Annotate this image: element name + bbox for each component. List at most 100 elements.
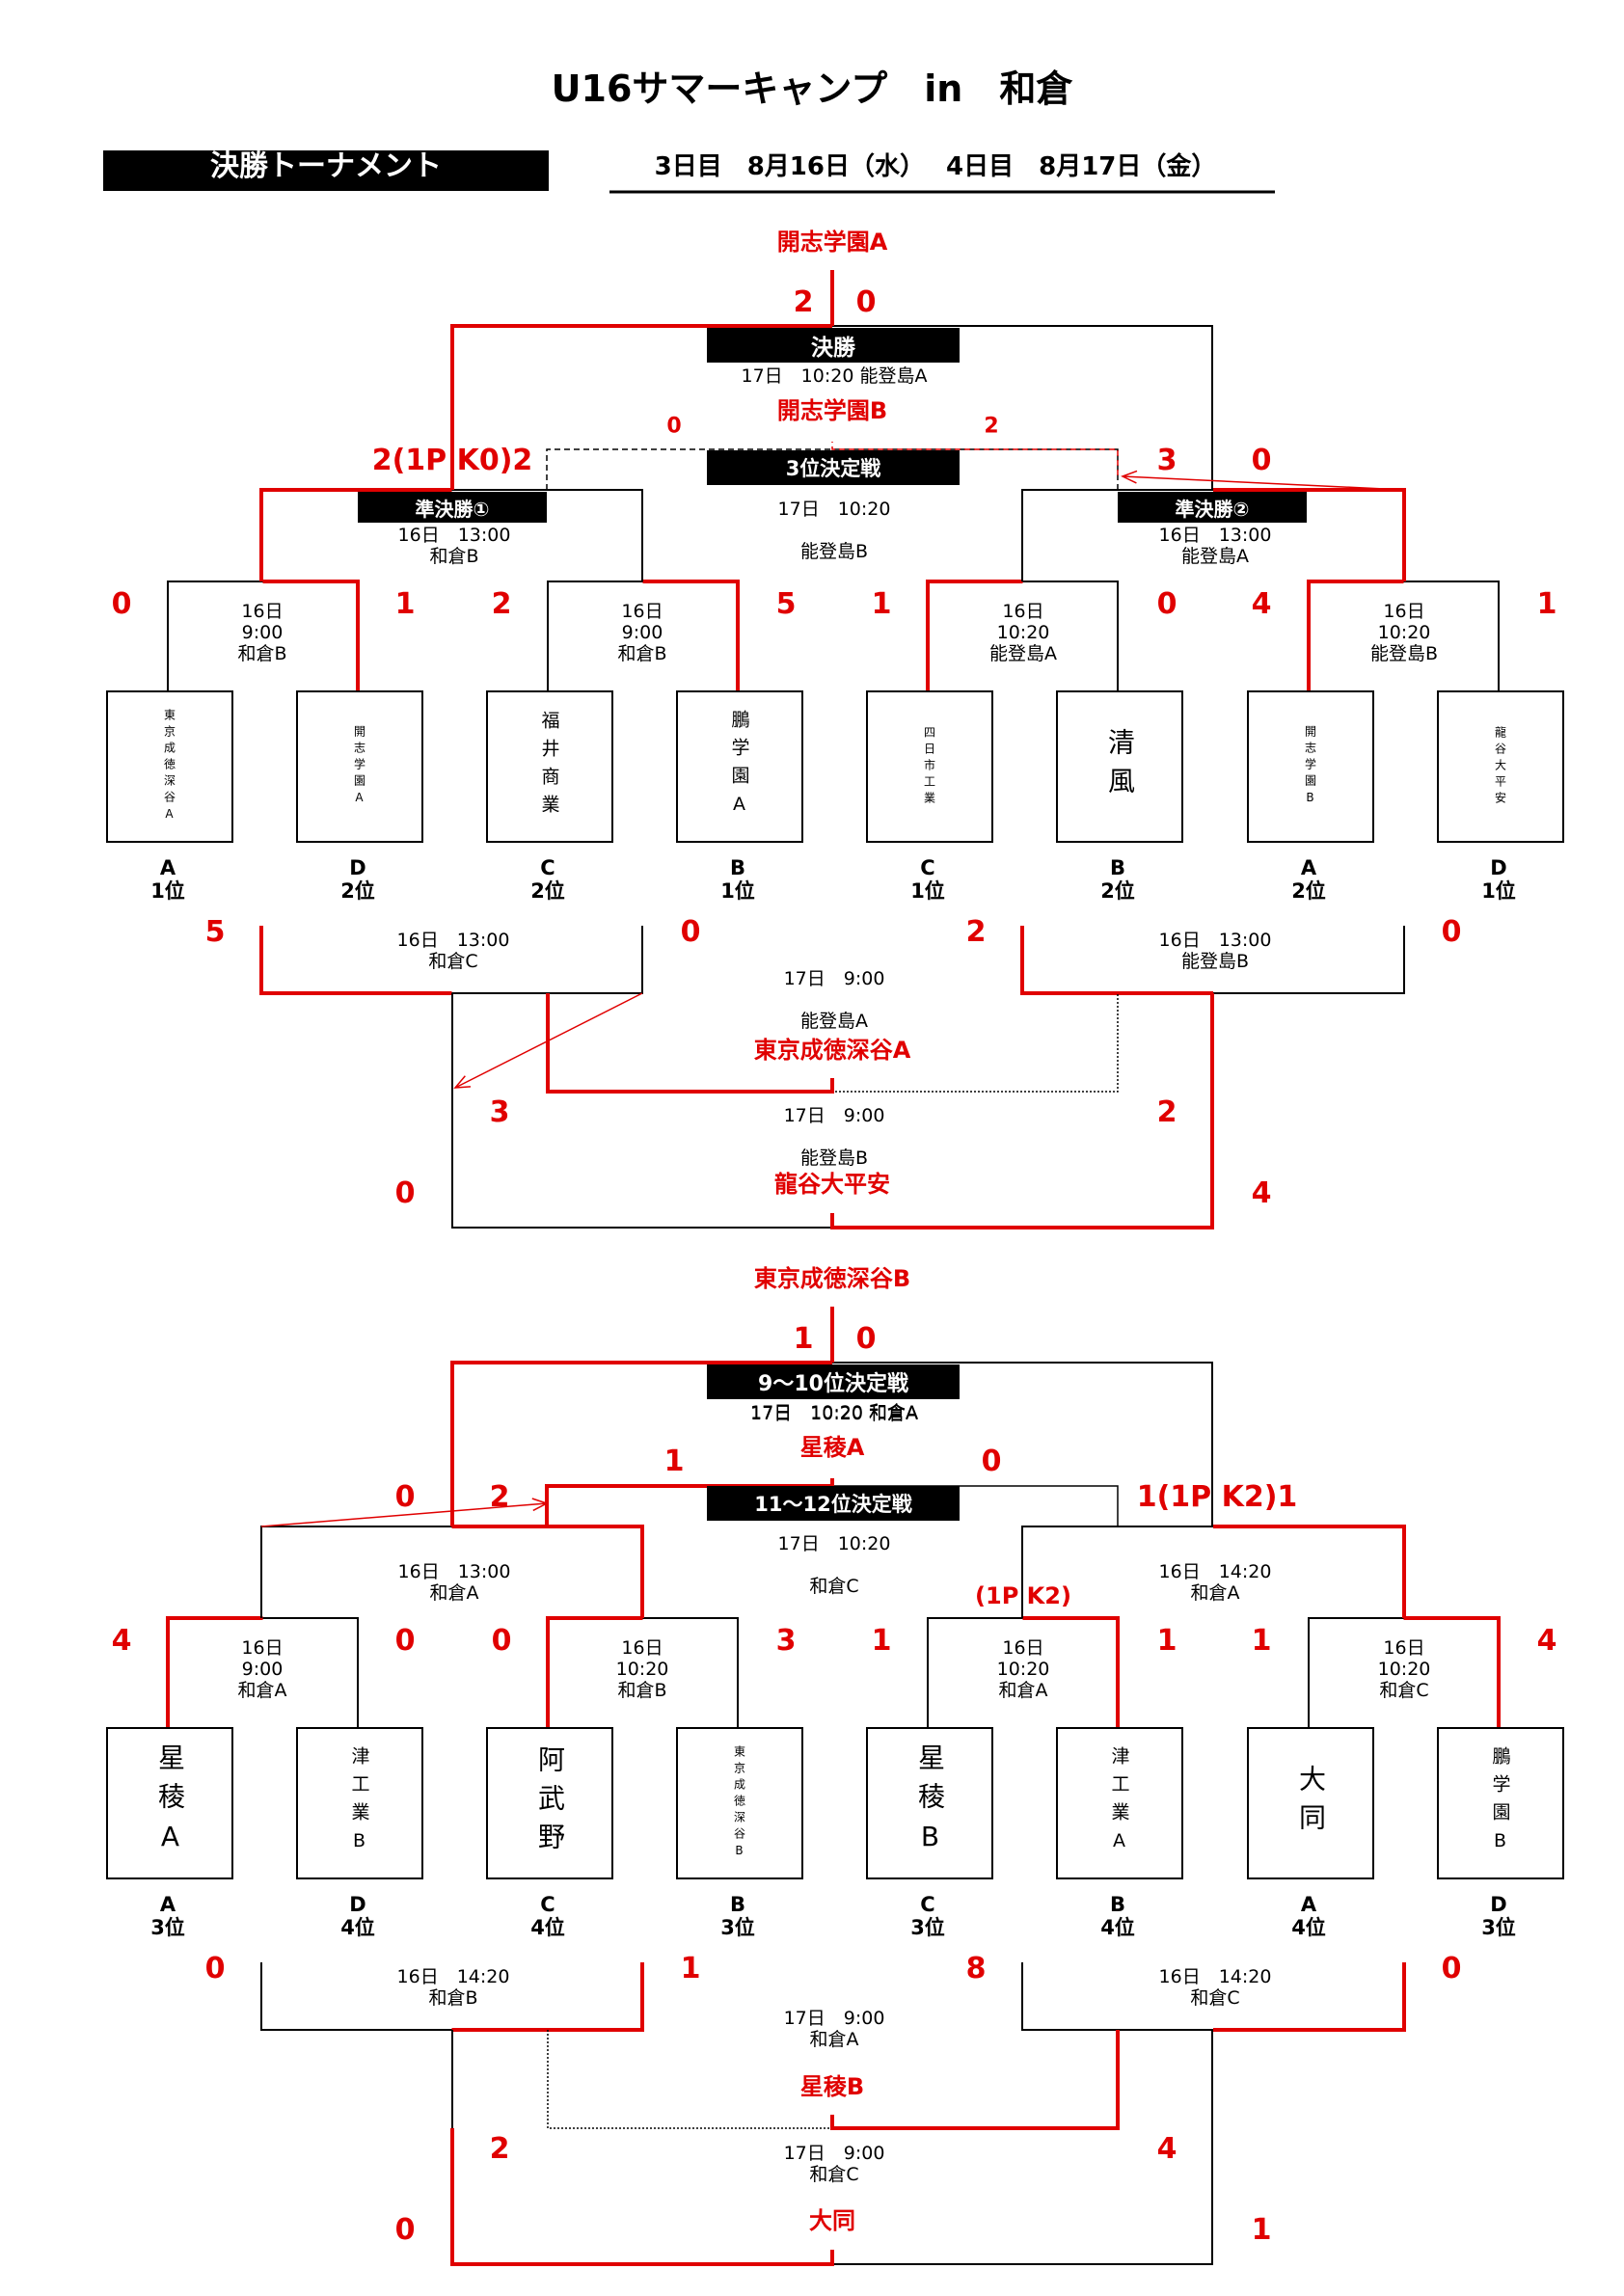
score: 0 (1156, 586, 1177, 621)
score: 1 (663, 1444, 685, 1478)
match-info: 16日 9:00 和倉B (237, 601, 287, 664)
match-info: 17日 9:00 能登島B (783, 1105, 885, 1169)
match-info: 17日 10:20 和倉C (777, 1533, 891, 1597)
match-info: 16日 14:20 和倉A (1158, 1561, 1272, 1604)
score: 1 (394, 586, 416, 621)
team-name: 開志学園A (352, 724, 366, 809)
team-name: 津工業A (1108, 1745, 1130, 1861)
score: 0 (1441, 1951, 1462, 1985)
team-name: 福井商業 (538, 711, 560, 823)
match-info: 17日 9:00 和倉A (783, 2008, 885, 2050)
score: 3 (775, 1623, 797, 1658)
team-name: 津工業B (348, 1745, 370, 1861)
team-box: 開志学園A (296, 690, 423, 843)
team-box: 四日市工業 (866, 690, 993, 843)
advance-arrow (1122, 475, 1405, 491)
team-box: 阿武野 (486, 1727, 613, 1879)
section-label-bg (103, 150, 549, 191)
arrow-head (453, 1075, 472, 1089)
match-info: 16日 14:20 和倉B (396, 1966, 510, 2009)
score: 0 (1251, 443, 1272, 477)
score: 0 (981, 1444, 1002, 1478)
semifinal-1-label: 準決勝① (358, 492, 547, 523)
score: 1 (871, 586, 892, 621)
score: 1 (1156, 1623, 1177, 1658)
team-rank: A 3位 (150, 1892, 185, 1939)
match-info: 17日 9:00 和倉C (783, 2143, 885, 2185)
consolation-b-winner-line (450, 2128, 834, 2266)
match-info: 17日 10:20 和倉A (750, 1402, 918, 1424)
page-title: U16サマーキャンプ in 和倉 (551, 68, 1073, 111)
score: 5 (775, 586, 797, 621)
team-rank: D 2位 (340, 855, 375, 903)
team-rank: B 3位 (720, 1892, 755, 1939)
match-info: 16日 13:00 和倉B (397, 525, 511, 567)
final-winner-line (450, 324, 832, 490)
arrow-head (531, 1498, 549, 1512)
team-rank: B 1位 (720, 855, 755, 903)
score: 3 (1156, 443, 1177, 477)
team-box: 星稜B (866, 1727, 993, 1879)
champion-name: 東京成徳深谷B (753, 1265, 911, 1293)
round1-winner-line (262, 580, 360, 690)
score: 1 (680, 1951, 701, 1985)
team-box: 鵬学園B (1437, 1727, 1564, 1879)
team-box: 福井商業 (486, 690, 613, 843)
placement-winner: 大同 (809, 2207, 855, 2235)
score: 1 (793, 1321, 814, 1356)
score: 2 (965, 914, 987, 949)
placement-winner: 星稜B (799, 2073, 865, 2101)
consolation-a-winner-line (830, 2030, 1120, 2130)
team-rank: D 4位 (340, 1892, 375, 1939)
team-box: 星稜A (106, 1727, 233, 1879)
advance-arrow (260, 1502, 548, 1527)
round1-winner-line (546, 1616, 643, 1727)
team-rank: D 3位 (1481, 1892, 1516, 1939)
semifinal-2-label: 準決勝② (1118, 492, 1307, 523)
team-name: 開志学園B (1303, 724, 1317, 809)
match-info: 17日 10:20 能登島A (741, 365, 928, 388)
team-name: 星稜A (154, 1742, 186, 1864)
team-box: 清風 (1056, 690, 1183, 843)
team-rank: B 2位 (1100, 855, 1135, 903)
score: 0 (394, 1479, 416, 1514)
consolation-winner-line (1020, 926, 1213, 995)
team-rank: A 1位 (150, 855, 185, 903)
match-info: 17日 10:20 和倉A (750, 1403, 918, 1425)
round1-winner-line (1022, 1616, 1120, 1727)
pk-note: (1P K2) (975, 1582, 1071, 1610)
eleventh-twelfth-label: 11～12位決定戦 (707, 1486, 960, 1521)
team-rank: A 4位 (1291, 1892, 1326, 1939)
score: 2 (489, 2131, 510, 2166)
match-info: 16日 10:20 能登島A (989, 601, 1057, 664)
placement-winner-line (545, 1478, 834, 1526)
team-name: 星稜B (914, 1742, 946, 1864)
semi-winner-line (259, 488, 452, 581)
champion-name: 開志学園A (776, 229, 888, 257)
score: 2 (984, 414, 999, 439)
score: 1 (1251, 1623, 1272, 1658)
score: 0 (204, 1951, 226, 1985)
final-winner-line (450, 1361, 832, 1526)
upper-bracket (167, 270, 1500, 1229)
score: 0 (111, 586, 132, 621)
lower-bracket (166, 1307, 1501, 2266)
round1-winner-line (642, 580, 740, 690)
score: 4 (1251, 1175, 1272, 1210)
team-box: 開志学園B (1247, 690, 1374, 843)
team-rank: C 3位 (910, 1892, 945, 1939)
score: 2 (1156, 1094, 1177, 1129)
team-name: 四日市工業 (922, 725, 936, 808)
score: 1 (871, 1623, 892, 1658)
eleventh-winner: 星稜A (799, 1434, 865, 1462)
team-box: 大同 (1247, 1727, 1374, 1879)
team-box: 東京成徳深谷B (676, 1727, 803, 1879)
placement-winner-line (831, 442, 1119, 475)
team-name: 鵬学園B (1489, 1745, 1511, 1861)
match-info: 16日 13:00 能登島B (1158, 930, 1272, 972)
score: 4 (1536, 1623, 1557, 1658)
match-info: 16日 13:00 和倉C (396, 930, 510, 972)
semi-winner-line (451, 1525, 644, 1618)
